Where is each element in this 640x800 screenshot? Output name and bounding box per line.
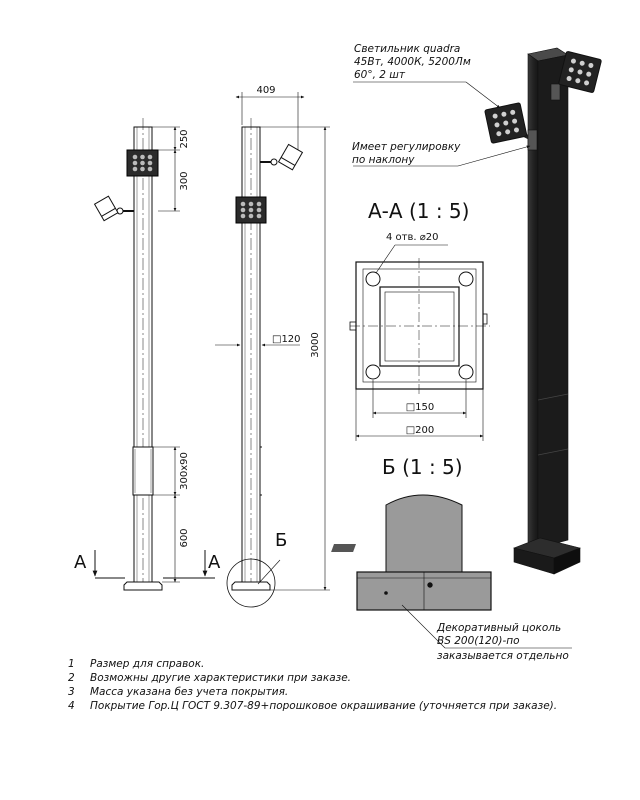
luminaire-front-mid-icon xyxy=(235,196,267,224)
section-b xyxy=(356,494,572,649)
callout-plinth-line2: BS 200(120)-по xyxy=(437,635,520,647)
note-number: 3 xyxy=(68,686,75,698)
front-view xyxy=(93,118,163,592)
detail-b-circle xyxy=(226,558,276,608)
callout-tilt-line1: Имеет регулировку xyxy=(352,141,461,153)
note-text: Покрытие Гор.Ц ГОСТ 9.307-89+порошковое … xyxy=(90,700,558,712)
note-text: Размер для справок. xyxy=(90,658,205,670)
dim-hatch-size: 300х90 xyxy=(179,452,190,490)
callout-luminaire-line3: 60°, 2 шт xyxy=(354,69,406,81)
note-item: 1 Размер для справок. xyxy=(68,657,628,671)
view-marker-b: Б xyxy=(275,530,287,551)
note-item: 2 Возможны другие характеристики при зака… xyxy=(68,671,628,685)
callout-luminaire-line1: Светильник quadra xyxy=(354,43,460,55)
side-view-dimensions xyxy=(215,92,330,591)
note-text: Масса указана без учета покрытия. xyxy=(90,686,289,698)
section-aa xyxy=(349,244,490,441)
section-b-title: Б (1 : 5) xyxy=(382,455,463,479)
dim-head-spacing: 300 xyxy=(179,171,190,190)
dim-total-height: 3000 xyxy=(310,332,321,357)
pole-3d-render-icon xyxy=(331,47,602,575)
cut-marker-left: А xyxy=(74,552,87,573)
dim-pole-section: □120 xyxy=(272,334,301,345)
dim-top-offset: 250 xyxy=(179,129,190,148)
dim-hatch-height: 600 xyxy=(179,528,190,547)
note-item: 4 Покрытие Гор.Ц ГОСТ 9.307-89+порошковое… xyxy=(68,699,628,713)
section-aa-title: А-А (1 : 5) xyxy=(368,199,469,223)
luminaire-side-right-icon xyxy=(260,143,304,171)
side-view xyxy=(226,118,304,608)
note-number: 1 xyxy=(68,658,75,670)
note-number: 4 xyxy=(68,700,75,712)
callout-leaders xyxy=(353,81,531,167)
dim-outer-square: □200 xyxy=(406,425,435,436)
dim-inner-square: □150 xyxy=(406,402,435,413)
note-item: 3 Масса указана без учета покрытия. xyxy=(68,685,628,699)
dim-outreach: 409 xyxy=(256,85,275,96)
callout-plinth-line1: Декоративный цоколь xyxy=(436,622,561,634)
callout-luminaire-line2: 45Вт, 4000К, 5200Лм xyxy=(354,56,471,68)
luminaire-front-icon xyxy=(126,149,159,177)
notes-list: 1 Размер для справок. 2 Возможны другие ха… xyxy=(68,657,628,713)
note-text: Возможны другие характеристики при заказ… xyxy=(90,672,352,684)
note-number: 2 xyxy=(68,672,75,684)
dim-holes: 4 отв. ⌀20 xyxy=(386,232,438,243)
cut-marker-right: А xyxy=(208,552,221,573)
callout-plinth-line3: заказывается отдельно xyxy=(437,650,569,662)
callout-tilt-line2: по наклону xyxy=(352,154,415,166)
front-view-dimensions xyxy=(92,126,215,583)
luminaire-side-icon xyxy=(93,195,134,222)
